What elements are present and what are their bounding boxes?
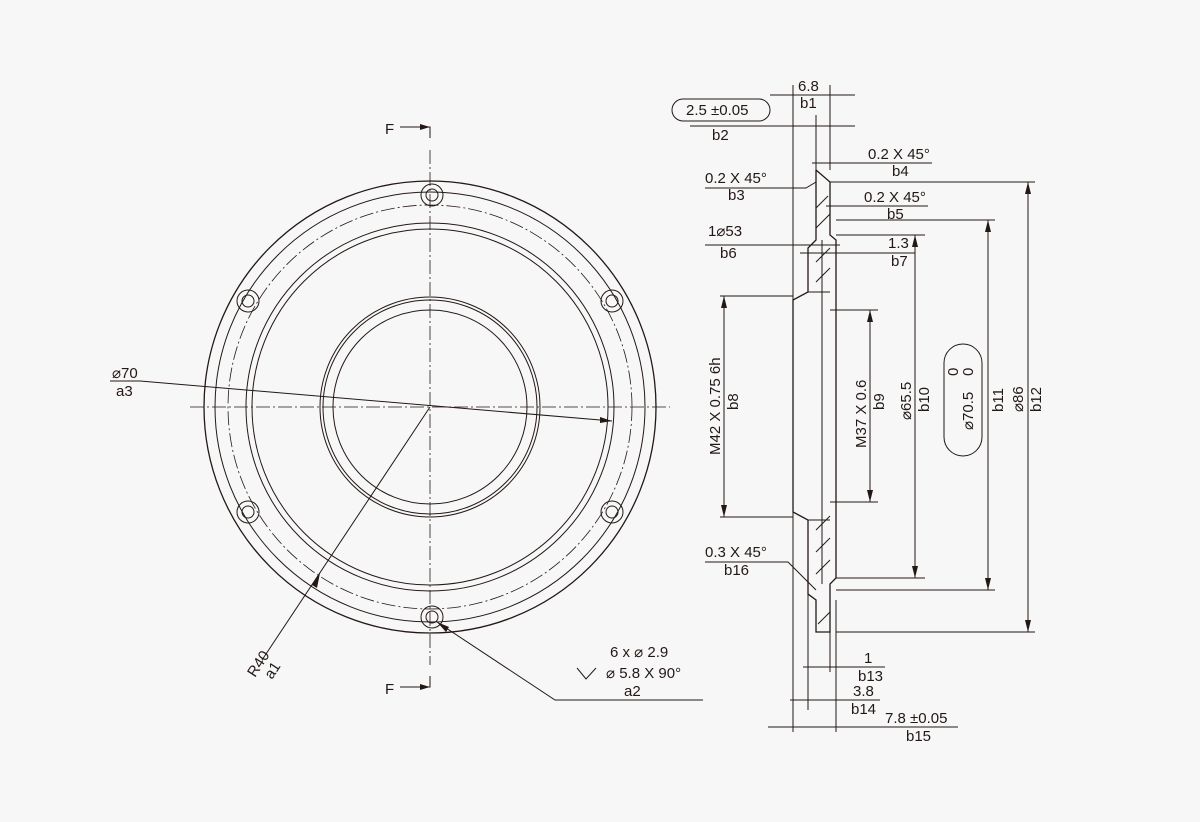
dim-b6-label: b6 <box>720 245 737 262</box>
hatching <box>815 195 831 625</box>
dim-b16-label: b16 <box>724 562 749 579</box>
dim-b3-value: 0.2 X 45° <box>705 170 767 187</box>
dim-a3-label: a3 <box>116 383 133 400</box>
hole <box>420 183 444 207</box>
dim-b7-label: b7 <box>891 253 908 270</box>
dim-b15-value: 7.8 ±0.05 <box>885 710 947 727</box>
bore-outer-circle <box>319 296 541 518</box>
dim-b11-value: ⌀70.5 <box>960 392 977 430</box>
dim-b15-label: b15 <box>906 728 931 745</box>
dim-b5-label: b5 <box>887 206 904 223</box>
dim-b9-label: b9 <box>871 393 888 410</box>
critical-dim-box <box>671 98 771 122</box>
hole <box>236 500 260 524</box>
dim-a2-line1: 6 x ⌀ 2.9 <box>610 644 668 661</box>
dim-b4-label: b4 <box>892 163 909 180</box>
countersink-icon <box>576 667 597 680</box>
dim-b2-value: 2.5 ±0.05 <box>686 102 748 119</box>
hole <box>420 605 444 629</box>
dim-a3-value: ⌀70 <box>112 365 138 382</box>
dim-a1-label: a1 <box>261 659 284 682</box>
dim-b1-value: 6.8 <box>798 78 819 95</box>
dim-a2-line2: ⌀ 5.8 X 90° <box>606 665 681 682</box>
dim-b1-label: b1 <box>800 95 817 112</box>
dim-a2-label: a2 <box>624 683 641 700</box>
dim-b7-value: 1.3 <box>888 235 909 252</box>
dim-b12-value: ⌀86 <box>1010 386 1027 412</box>
section-profile <box>792 169 837 633</box>
dim-b10-value: ⌀65.5 <box>898 382 915 420</box>
dim-b13-value: 1 <box>864 650 872 667</box>
dim-b8-value: M42 X 0.75 6h <box>707 357 724 455</box>
dim-b2-label: b2 <box>712 127 729 144</box>
hole <box>236 289 260 313</box>
dim-b9-value: M37 X 0.6 <box>853 380 870 448</box>
hole <box>600 500 624 524</box>
hole <box>600 289 624 313</box>
dim-b12-label: b12 <box>1028 387 1045 412</box>
dim-b5-value: 0.2 X 45° <box>864 189 926 206</box>
section-mark-bottom: F <box>385 681 394 698</box>
critical-dim-box <box>943 343 983 457</box>
dim-b16-value: 0.3 X 45° <box>705 544 767 561</box>
dim-b14-value: 3.8 <box>853 683 874 700</box>
dim-b11-label: b11 <box>990 388 1007 412</box>
mounting-holes <box>236 183 624 629</box>
dim-b6-value: 1⌀53 <box>708 223 742 240</box>
dim-b11-tol-lower: 0 <box>960 368 977 376</box>
dim-b3-label: b3 <box>728 187 745 204</box>
dim-b10-label: b10 <box>916 387 933 412</box>
dim-b4-value: 0.2 X 45° <box>868 146 930 163</box>
front-view: F F ⌀70 a3 R40 a1 6 x ⌀ 2.9 ⌀ 5.8 X 90° … <box>110 121 703 701</box>
dim-b11-tol-upper: 0 <box>945 368 962 376</box>
section-mark-top: F <box>385 121 394 138</box>
dim-b13-label: b13 <box>858 668 883 685</box>
dim-b8-label: b8 <box>725 393 742 410</box>
side-view: 6.8 b1 2.5 ±0.05 b2 0.2 X 45° b4 0.2 X 4… <box>671 78 1045 745</box>
dim-b14-label: b14 <box>851 701 876 718</box>
